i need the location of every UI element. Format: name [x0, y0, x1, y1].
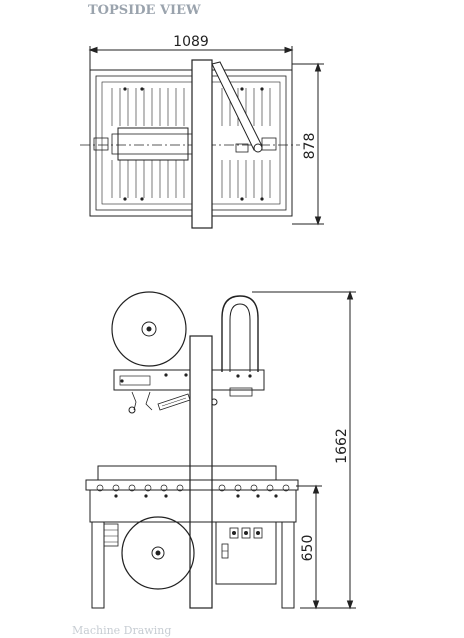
right-leg [281, 521, 295, 609]
lower-tape-roll-hub [151, 546, 165, 560]
handle-inner [229, 303, 251, 372]
lower-tape-roll-axle [155, 550, 161, 556]
width-dimension-label: 1089 [173, 34, 209, 50]
head-bracket [229, 387, 253, 397]
height-dimension [252, 290, 356, 610]
drawing-header: TOPSIDE VIEW [88, 3, 201, 18]
upper-head-slot [119, 375, 151, 386]
cutter-spring [131, 391, 137, 411]
table-top [97, 465, 277, 481]
top-inner-frame [95, 75, 287, 211]
cutter-hatch [161, 397, 187, 407]
upper-tape-roll [111, 291, 187, 367]
top-roller-bed [101, 81, 281, 205]
depth-dimension [292, 62, 324, 226]
bed-rollers [96, 484, 290, 492]
front-view [85, 290, 356, 610]
top-mount-holes [123, 87, 264, 201]
top-column [191, 59, 213, 229]
cutter-roller [128, 406, 136, 414]
top-left-guide [93, 137, 109, 151]
cutter-arm [145, 391, 153, 411]
depth-dimension-label: 878 [302, 133, 318, 160]
upper-tape-roll-axle [146, 326, 152, 332]
top-view [80, 46, 324, 229]
top-rollers-lower [111, 160, 271, 198]
frame-beam [89, 489, 297, 523]
left-leg [91, 521, 105, 609]
drawing-footer: Machine Drawing [72, 624, 171, 637]
front-column [189, 335, 213, 609]
table-height-dimension [296, 484, 322, 610]
top-diagonal-arm [211, 61, 263, 151]
upper-tape-roll-hub [141, 321, 157, 337]
top-outer-frame [89, 69, 293, 217]
height-dimension-label: 1662 [334, 428, 350, 464]
left-leg-bracket [103, 523, 119, 547]
upper-tape-head [113, 369, 265, 391]
top-tape-head [117, 127, 189, 161]
top-arm-pivot [253, 143, 263, 153]
table-height-dimension-label: 650 [300, 535, 316, 562]
upper-head-bolts [120, 373, 252, 383]
top-arm-block [235, 143, 249, 153]
frame-bolts [114, 494, 278, 498]
control-buttons [229, 527, 263, 539]
width-dimension [88, 46, 294, 70]
lower-tape-roll [121, 516, 195, 590]
handle-outer [221, 295, 259, 372]
top-tape-head-inner [111, 133, 195, 155]
top-right-guide [261, 137, 277, 151]
